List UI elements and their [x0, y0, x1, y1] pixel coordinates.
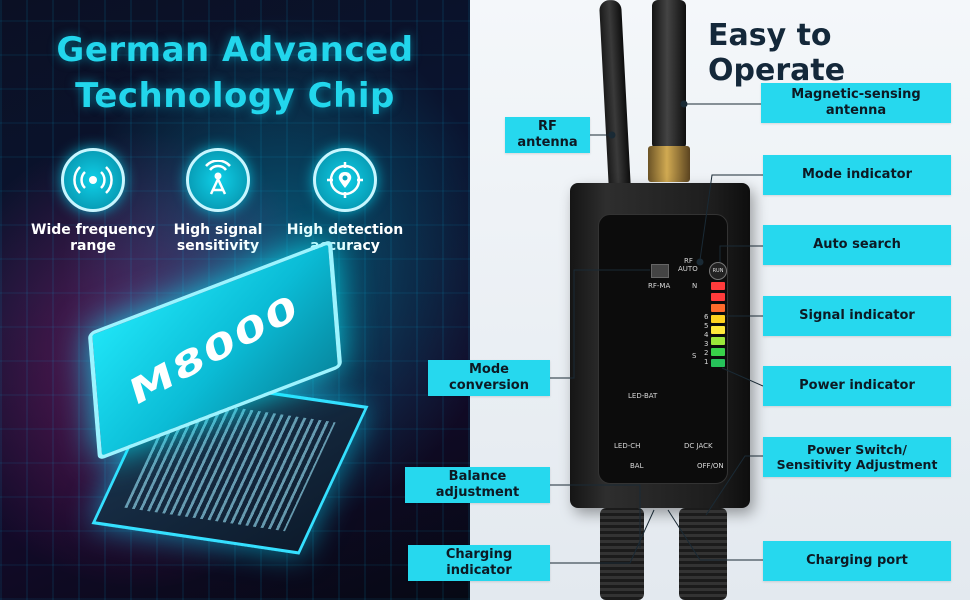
callout-mode-conversion: Mode conversion — [428, 360, 550, 396]
feature-label-line1: Wide frequency — [31, 222, 155, 238]
face-label-dc-jack: DC JACK — [684, 442, 713, 450]
chip-illustration: M8000 — [60, 239, 390, 570]
magnetic-antenna — [652, 0, 686, 148]
balance-knob[interactable] — [600, 508, 644, 600]
callout-power-indicator: Power indicator — [763, 366, 951, 406]
signal-led — [711, 359, 725, 367]
feature-label-line2: sensitivity — [176, 238, 260, 254]
callout-switch-line2: Sensitivity Adjustment — [776, 457, 938, 472]
signal-led — [711, 282, 725, 290]
power-sensitivity-knob[interactable] — [679, 508, 727, 600]
signal-led — [711, 337, 725, 345]
callout-balance-adjustment: Balance adjustment — [405, 467, 550, 503]
run-label: RUN — [712, 268, 724, 274]
headline-line-1: German Advanced — [56, 30, 414, 70]
callout-rf-antenna: RF antenna — [505, 117, 590, 153]
auto-search-button[interactable]: RUN — [709, 262, 727, 280]
face-label-led-ch: LED-CH — [614, 442, 641, 450]
signal-scale-digit: 5 — [704, 322, 709, 330]
signal-scale-digit: 1 — [704, 358, 709, 366]
signal-scale-digit: 4 — [704, 331, 709, 339]
feature-wide-frequency: Wide frequency range — [28, 148, 158, 254]
left-promo-panel: German Advanced Technology Chip Wide fre… — [0, 0, 470, 600]
mode-switch[interactable] — [651, 264, 669, 278]
antenna-connector — [648, 146, 690, 182]
feature-label: High signal sensitivity — [153, 222, 283, 254]
callout-auto-search: Auto search — [763, 225, 951, 265]
face-label-rf: RF — [684, 257, 693, 265]
callout-switch-line1: Power Switch/ — [807, 442, 907, 457]
signal-led — [711, 304, 725, 312]
feature-label: Wide frequency range — [28, 222, 158, 254]
callout-signal-indicator: Signal indicator — [763, 296, 951, 336]
target-location-icon — [313, 148, 377, 212]
signal-led — [711, 315, 725, 323]
feature-high-sensitivity: High signal sensitivity — [153, 148, 283, 254]
page-title: Easy to Operate — [708, 18, 846, 88]
face-label-led-bat: LED-BAT — [628, 392, 658, 400]
face-label-rf-ma: RF-MA — [648, 282, 671, 290]
feature-label: High detection accuracy — [280, 222, 410, 254]
face-label-auto: AUTO — [678, 265, 698, 273]
face-label-off-on: OFF/ON — [697, 462, 724, 470]
signal-scale-digit: 2 — [704, 349, 709, 357]
feature-label-line2: range — [70, 238, 116, 254]
feature-label-line1: High signal — [173, 222, 263, 238]
wifi-signal-icon — [61, 148, 125, 212]
feature-label-line1: High detection — [286, 222, 404, 238]
face-label-n: N — [692, 282, 698, 290]
face-label-bal: BAL — [630, 462, 644, 470]
antenna-tower-icon — [186, 148, 250, 212]
signal-scale-digit: 6 — [704, 313, 709, 321]
callout-magnetic-antenna: Magnetic-sensing antenna — [761, 83, 951, 123]
signal-led — [711, 326, 725, 334]
signal-led-column — [711, 282, 725, 372]
signal-led — [711, 293, 725, 301]
callout-charging-indicator: Charging indicator — [408, 545, 550, 581]
signal-scale-digit: 3 — [704, 340, 709, 348]
headline-line-2: Technology Chip — [75, 76, 395, 116]
feature-high-accuracy: High detection accuracy — [280, 148, 410, 254]
callout-charging-port: Charging port — [763, 541, 951, 581]
signal-led — [711, 348, 725, 356]
face-label-s: S — [692, 352, 697, 360]
callout-power-switch: Power Switch/ Sensitivity Adjustment — [763, 437, 951, 477]
callout-mode-indicator: Mode indicator — [763, 155, 951, 195]
